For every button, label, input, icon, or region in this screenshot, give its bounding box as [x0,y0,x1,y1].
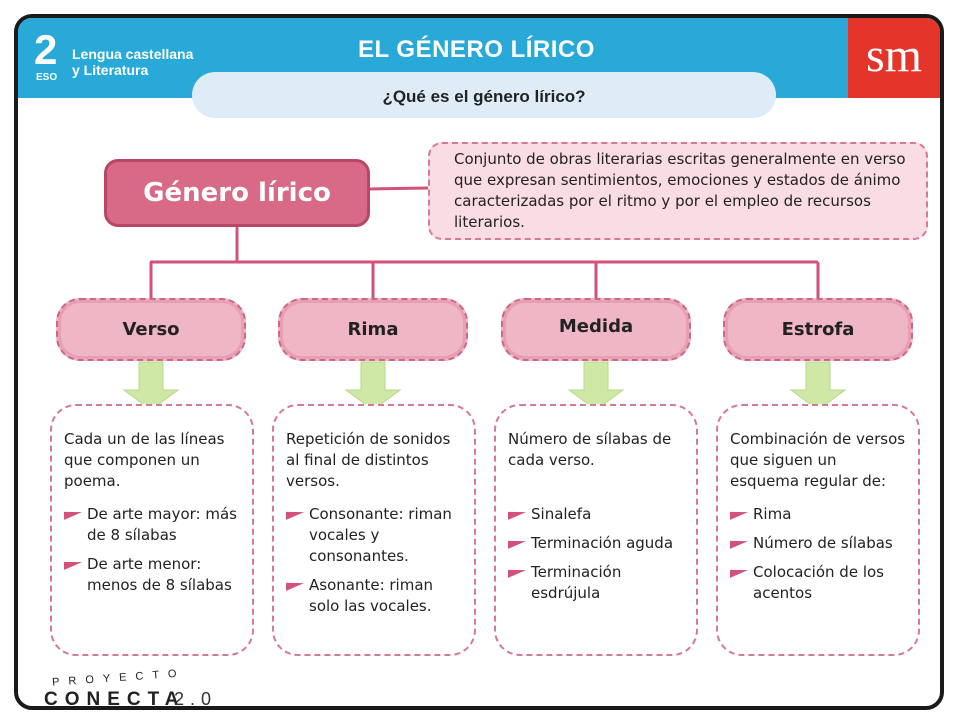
list-item: Número de sílabas [730,533,910,554]
list-item-label: De arte menor: menos de 8 sílabas [87,555,232,594]
subject-line-1: Lengua castellana [72,46,194,62]
sm-logo: sm [848,18,940,98]
category-estrofa: Estrofa [723,298,913,361]
arrow-bullet-icon [64,508,82,520]
description-estrofa: Combinación de versos que siguen un esqu… [716,404,920,656]
list-item-label: Número de sílabas [753,534,893,552]
category-medida: Medida [501,298,691,361]
list-item-label: Asonante: riman solo las vocales. [309,576,434,615]
description-medida: Número de sílabas de cada verso. Sinalef… [494,404,698,656]
list-item-label: Terminación aguda [531,534,674,552]
grade-level: ESO [36,72,58,83]
subject-line-2: y Literatura [72,62,149,78]
list-item: Asonante: riman solo las vocales. [286,575,466,617]
category-verso: Verso [56,298,246,361]
list-item: Consonante: riman vocales y consonantes. [286,504,466,567]
subject-label: Lengua castellana y Literatura [72,46,193,78]
list-item-label: De arte mayor: más de 8 sílabas [87,505,237,544]
subtitle-banner: ¿Qué es el género lírico? [192,72,776,118]
description-text: Combinación de versos que siguen un esqu… [730,430,906,490]
category-rima: Rima [278,298,468,361]
description-rima: Repetición de sonidos al final de distin… [272,404,476,656]
arrow-bullet-icon [730,566,748,578]
brand-version-text: 2.0 [174,689,218,709]
page-title: EL GÉNERO LÍRICO [358,36,595,63]
list-item: De arte mayor: más de 8 sílabas [64,504,244,546]
arrow-bullet-icon [286,579,304,591]
definition-box: Conjunto de obras literarias escritas ge… [428,142,928,240]
arrow-bullet-icon [730,537,748,549]
arrow-bullet-icon [286,508,304,520]
arrow-bullet-icon [508,537,526,549]
list-item-label: Sinalefa [531,505,592,523]
list-item: Sinalefa [508,504,688,525]
description-text: Número de sílabas de cada verso. [508,430,672,469]
arrow-bullet-icon [508,508,526,520]
list-item: Terminación aguda [508,533,688,554]
list-item: Colocación de los acentos [730,562,910,604]
grade-number: 2 [34,26,58,73]
list-item-label: Consonante: riman vocales y consonantes. [309,505,452,565]
list-item: Terminación esdrújula [508,562,688,604]
list-item-label: Terminación esdrújula [531,563,622,602]
list-item-label: Colocación de los acentos [753,563,884,602]
arrow-bullet-icon [730,508,748,520]
brand-big-text: CONECTA [44,689,186,710]
list-item: Rima [730,504,910,525]
arrow-bullet-icon [508,566,526,578]
description-text: Repetición de sonidos al final de distin… [286,430,451,490]
list-item-label: Rima [753,505,792,523]
description-verso: Cada un de las líneas que componen un po… [50,404,254,656]
list-item: De arte menor: menos de 8 sílabas [64,554,244,596]
arrow-bullet-icon [64,558,82,570]
description-text: Cada un de las líneas que componen un po… [64,430,225,490]
concept-box: Género lírico [104,159,370,227]
